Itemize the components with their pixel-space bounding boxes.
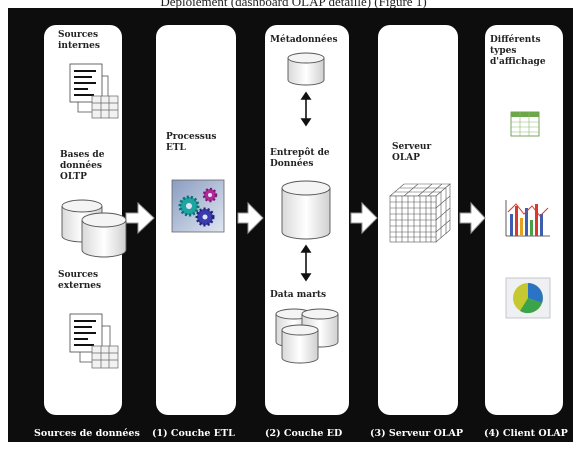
pie-chart-icon xyxy=(505,277,551,319)
label-sources-externes: Sources externes xyxy=(58,270,102,291)
document-icon-externes xyxy=(69,313,119,369)
caption-couche-etl: (1) Couche ETL xyxy=(152,428,235,439)
caption-sources-de-donnees: Sources de données xyxy=(34,428,140,439)
label-sources-internes: Sources internes xyxy=(58,30,100,51)
database-icon-oltp xyxy=(61,199,127,258)
metadata-cylinder-icon xyxy=(287,52,325,86)
spreadsheet-icon xyxy=(510,111,540,137)
caption-serveur-olap: (3) Serveur OLAP xyxy=(370,428,464,439)
bar-chart-icon xyxy=(505,200,550,237)
label-metadonnees: Métadonnées xyxy=(270,35,338,45)
olap-cube-icon xyxy=(389,183,451,243)
architecture-diagram: Sources internes Bases de données OLTP S… xyxy=(8,8,573,442)
flow-arrow-3 xyxy=(350,201,378,235)
caption-couche-ed: (2) Couche ED xyxy=(265,428,343,439)
label-entrepot: Entrepôt de Données xyxy=(270,148,330,169)
figure-caption: Déploiement (dashboard OLAP détaillé) (F… xyxy=(160,0,427,9)
lane-client xyxy=(485,25,563,415)
flow-arrow-1 xyxy=(125,201,155,235)
caption-client-olap: (4) Client OLAP xyxy=(484,428,568,439)
gears-icon xyxy=(171,179,225,233)
document-icon-internes xyxy=(69,63,119,119)
data-marts-cylinders-icon xyxy=(275,308,339,364)
label-processus-etl: Processus ETL xyxy=(166,132,217,153)
data-warehouse-cylinder-icon xyxy=(281,180,331,240)
label-data-marts: Data marts xyxy=(270,290,327,300)
label-bases-oltp: Bases de données OLTP xyxy=(60,150,105,182)
diagram-graphics xyxy=(61,52,551,369)
double-arrow-top xyxy=(300,91,312,127)
double-arrow-bottom xyxy=(300,244,312,282)
label-types-affichage: Différents types d'affichage xyxy=(490,35,546,67)
flow-arrow-4 xyxy=(459,201,486,235)
flow-arrow-2 xyxy=(237,201,264,235)
label-serveur-olap: Serveur OLAP xyxy=(392,142,432,163)
